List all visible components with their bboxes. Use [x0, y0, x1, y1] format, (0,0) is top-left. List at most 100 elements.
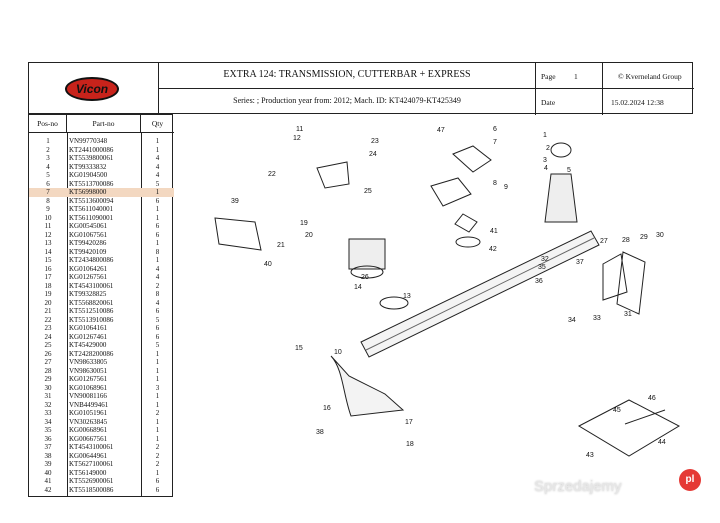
table-cell-part: KT99328825 — [69, 290, 107, 298]
callout-36: 36 — [535, 278, 543, 285]
table-cell-pos: 37 — [44, 443, 52, 451]
table-cell-part: KT2441000086 — [69, 145, 114, 154]
table-cell-qty: 8 — [155, 247, 160, 256]
blade-box — [577, 399, 681, 457]
callout-20: 20 — [305, 232, 313, 239]
table-cell-qty: 5 — [155, 315, 160, 324]
table-cell-pos: 30 — [44, 383, 52, 392]
table-cell-part: VN98633805 — [69, 358, 108, 366]
table-cell-qty: 5 — [155, 179, 160, 188]
logo-text: Vicon — [75, 82, 109, 96]
table-row: 28 VN98630051 1 — [29, 367, 174, 376]
table-cell-pos: 33 — [44, 409, 52, 417]
callout-19: 19 — [300, 220, 308, 227]
table-cell-part: VN98630051 — [69, 366, 108, 375]
table-cell-qty: 1 — [155, 145, 160, 154]
table-cell-part: KG00545061 — [69, 222, 108, 230]
table-cell-part: KG00667561 — [69, 434, 108, 443]
sheet-header: Vicon EXTRA 124: TRANSMISSION, CUTTERBAR… — [28, 62, 694, 115]
table-cell-part: KT99420286 — [69, 239, 107, 247]
table-cell-part: KG01267461 — [69, 332, 108, 341]
callout-29: 29 — [640, 234, 648, 241]
table-cell-part: KG01064161 — [69, 324, 108, 332]
watermark-badge: pl — [679, 469, 701, 491]
table-cell-part: KT5539800061 — [69, 154, 114, 162]
table-cell-qty: 1 — [155, 256, 160, 264]
table-cell-pos: 35 — [44, 426, 52, 434]
table-cell-qty: 6 — [155, 477, 160, 485]
date-label: Date — [541, 98, 556, 107]
table-cell-part: VNB4499461 — [69, 400, 109, 409]
callout-24: 24 — [369, 151, 377, 158]
callout-2: 2 — [546, 145, 550, 152]
table-cell-pos: 21 — [44, 307, 52, 315]
callout-47: 47 — [437, 127, 445, 134]
table-cell-pos: 28 — [44, 366, 52, 375]
callout-35: 35 — [538, 264, 546, 271]
callout-27: 27 — [600, 238, 608, 245]
callout-5: 5 — [567, 167, 571, 174]
callout-40: 40 — [264, 261, 272, 268]
page-number: 1 — [574, 72, 578, 81]
table-cell-part: KT99420109 — [69, 247, 107, 256]
table-cell-part: KT56998000 — [69, 188, 107, 196]
table-cell-part: KT5627100061 — [69, 460, 114, 468]
callout-32: 32 — [541, 256, 549, 263]
table-cell-qty: 4 — [155, 154, 160, 162]
table-cell-part: KT5513700086 — [69, 179, 114, 188]
callout-10: 10 — [334, 349, 342, 356]
table-cell-part: KG01267561 — [69, 375, 108, 383]
table-cell-pos: 8 — [46, 196, 50, 205]
table-cell-part: KG01067561 — [69, 230, 108, 239]
callout-25: 25 — [364, 188, 372, 195]
table-cell-pos: 39 — [44, 460, 52, 468]
table-cell-qty: 1 — [155, 188, 160, 196]
gearbox — [348, 238, 386, 270]
table-cell-qty: 6 — [155, 332, 160, 341]
table-cell-part: KG01904500 — [69, 171, 108, 179]
callout-23: 23 — [371, 138, 379, 145]
table-cell-qty: 1 — [155, 366, 160, 375]
table-cell-qty: 6 — [155, 222, 160, 230]
table-cell-part: KT56149000 — [69, 468, 107, 477]
col-header-part: Part-no — [67, 115, 141, 133]
knife-disc-top — [452, 145, 492, 173]
table-cell-qty: 6 — [155, 307, 160, 315]
callout-46: 46 — [648, 395, 656, 402]
table-cell-pos: 23 — [44, 324, 52, 332]
table-cell-qty: 8 — [155, 290, 160, 298]
table-cell-pos: 41 — [44, 477, 52, 485]
table-cell-qty: 1 — [155, 205, 160, 213]
table-cell-pos: 17 — [44, 273, 52, 281]
table-row: 39 KT5627100061 2 — [29, 460, 174, 469]
table-cell-pos: 20 — [44, 298, 52, 307]
callout-43: 43 — [586, 452, 594, 459]
table-cell-pos: 10 — [44, 213, 52, 222]
table-cell-pos: 13 — [44, 239, 52, 247]
table-cell-qty: 4 — [155, 264, 160, 273]
table-cell-qty: 2 — [155, 460, 160, 468]
table-cell-pos: 34 — [44, 417, 52, 426]
table-cell-part: KG01267561 — [69, 273, 108, 281]
table-cell-pos: 36 — [44, 434, 52, 443]
callout-16: 16 — [323, 405, 331, 412]
callout-37: 37 — [576, 259, 584, 266]
table-cell-qty: 1 — [155, 426, 160, 434]
table-cell-part: KT5611040001 — [69, 205, 114, 213]
table-cell-qty: 1 — [155, 137, 160, 145]
table-cell-part: KT5568820061 — [69, 298, 114, 307]
table-cell-part: KT5513600094 — [69, 196, 114, 205]
table-cell-pos: 16 — [44, 264, 52, 273]
callout-4: 4 — [544, 165, 548, 172]
